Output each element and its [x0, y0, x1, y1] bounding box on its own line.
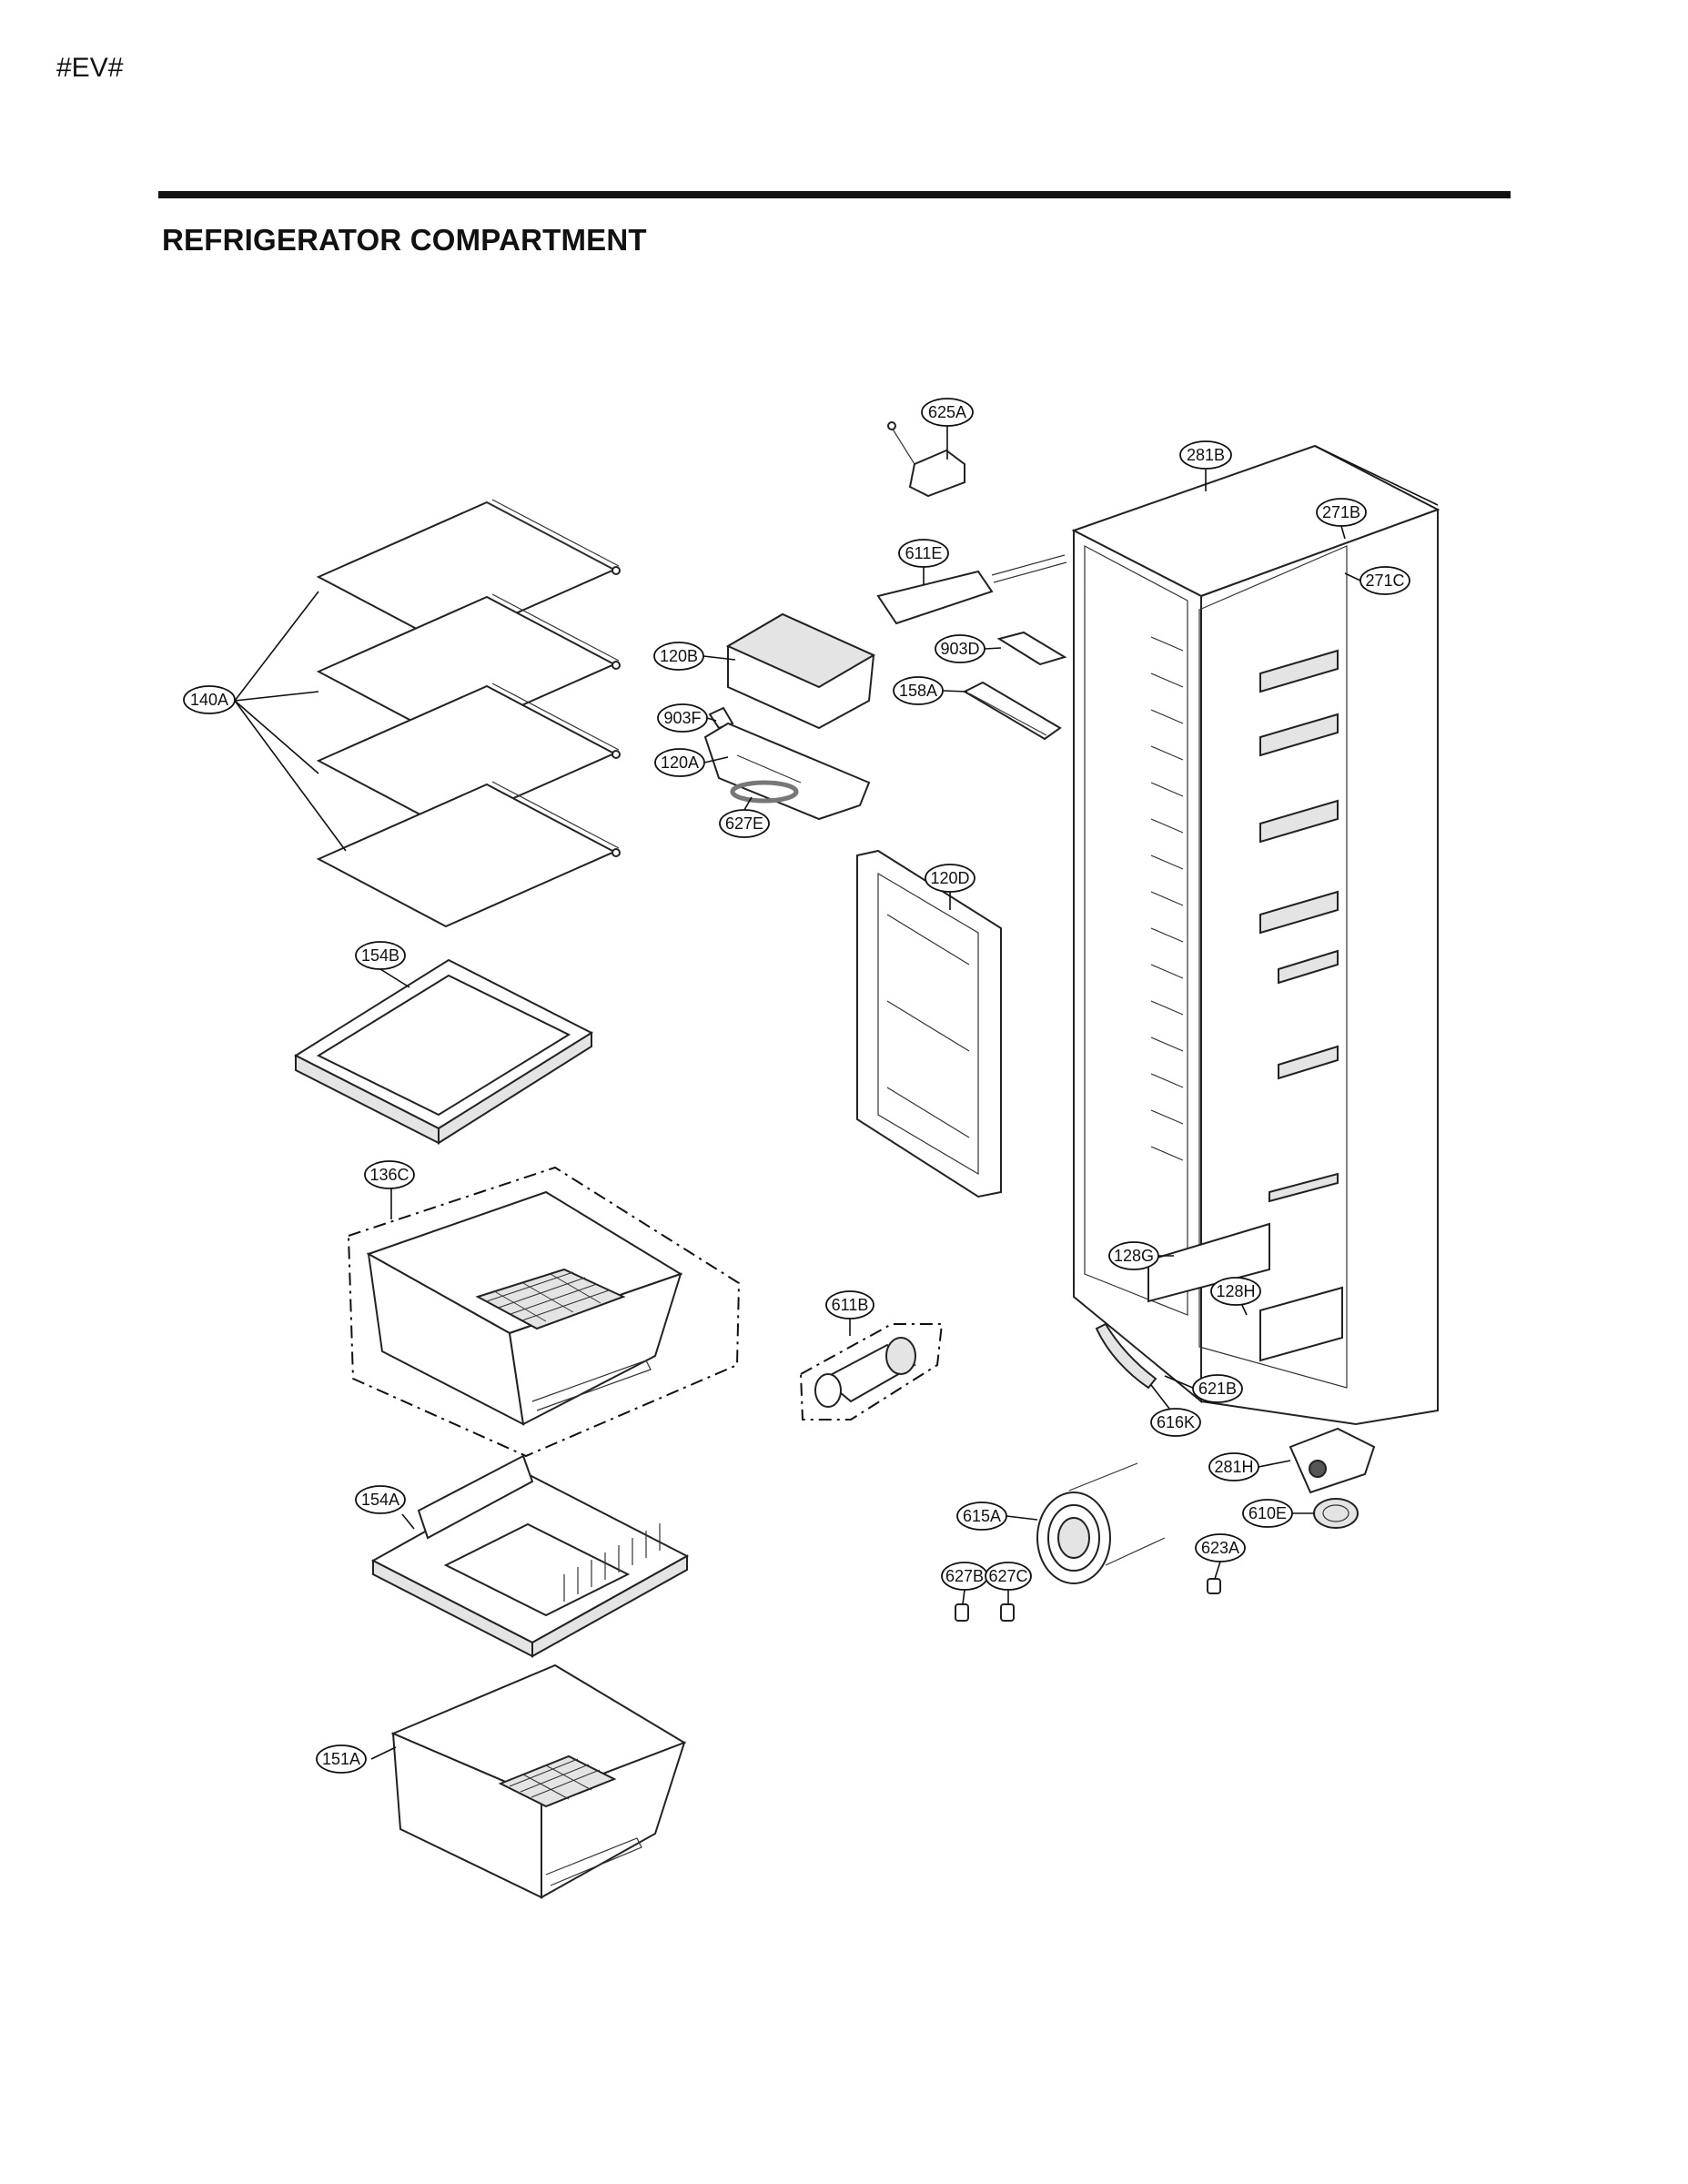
callout-271B-text: 271B: [1322, 503, 1360, 521]
callout-151A-text: 151A: [322, 1750, 360, 1768]
callout-903F-text: 903F: [663, 709, 701, 727]
callout-281B: 281B: [1179, 440, 1232, 470]
callout-611E: 611E: [898, 539, 949, 568]
callout-627E: 627E: [719, 809, 770, 838]
part-611E: [876, 554, 1067, 625]
callout-271C: 271C: [1359, 566, 1410, 595]
callout-623A-text: 623A: [1201, 1539, 1239, 1557]
bracket-281H: [1289, 1427, 1376, 1494]
part-158A: [962, 681, 1062, 741]
part-625A: [887, 421, 965, 498]
callout-158A-text: 158A: [899, 682, 937, 700]
callout-611E-text: 611E: [905, 544, 943, 562]
clip-627C: [1000, 1603, 1015, 1622]
callout-154A: 154A: [355, 1485, 406, 1514]
callout-623A: 623A: [1195, 1533, 1246, 1562]
part-903F: [708, 706, 734, 730]
callout-627B: 627B: [941, 1562, 988, 1591]
callout-154A-text: 154A: [361, 1491, 399, 1509]
callout-120A-text: 120A: [661, 753, 699, 772]
shelf-with-bin-154A: [370, 1454, 690, 1658]
callout-611B: 611B: [825, 1290, 874, 1320]
part-903D: [996, 631, 1067, 666]
callout-627E-text: 627E: [725, 814, 763, 833]
callout-610E-text: 610E: [1248, 1504, 1287, 1522]
callout-128G: 128G: [1108, 1241, 1159, 1270]
part-610E: [1313, 1498, 1359, 1529]
clip-627B: [955, 1603, 969, 1622]
part-627E: [730, 780, 799, 804]
callout-903D: 903D: [935, 634, 986, 663]
tubing-coil-615A: [1036, 1462, 1166, 1584]
callout-158A: 158A: [893, 676, 944, 705]
crisper-drawer-136C: [347, 1166, 741, 1458]
glass-shelves-140A: [234, 499, 621, 928]
leader-lines: [370, 426, 1361, 1760]
callout-625A-text: 625A: [928, 403, 966, 421]
crisper-drawer-151A: [390, 1663, 687, 1899]
callout-140A: 140A: [183, 685, 236, 714]
callout-615A-text: 615A: [963, 1507, 1001, 1525]
page-code: #EV#: [56, 53, 124, 83]
callout-128G-text: 128G: [1114, 1247, 1154, 1265]
part-120A: [703, 722, 871, 821]
section-title: REFRIGERATOR COMPARTMENT: [162, 223, 647, 257]
callout-903F: 903F: [657, 703, 708, 733]
clip-623A: [1207, 1578, 1221, 1594]
callout-627C-text: 627C: [988, 1567, 1027, 1585]
callout-627B-text: 627B: [945, 1567, 984, 1585]
callout-621B: 621B: [1192, 1374, 1243, 1403]
callout-271B: 271B: [1316, 498, 1367, 527]
callout-128H: 128H: [1210, 1277, 1261, 1306]
callout-625A: 625A: [921, 398, 974, 427]
callout-627C: 627C: [985, 1562, 1032, 1591]
part-120B: [725, 612, 876, 730]
callout-120D-text: 120D: [930, 869, 969, 887]
callout-281H-text: 281H: [1214, 1458, 1253, 1476]
callout-611B-text: 611B: [832, 1296, 869, 1314]
callout-621B-text: 621B: [1198, 1380, 1237, 1398]
callout-281H: 281H: [1208, 1452, 1259, 1481]
callout-140A-text: 140A: [190, 691, 228, 709]
callout-120A: 120A: [654, 748, 705, 777]
callout-616K: 616K: [1150, 1408, 1201, 1437]
callout-120B-text: 120B: [660, 647, 698, 665]
filter-611B: [799, 1323, 944, 1421]
refrigerator-cabinet: [1071, 444, 1440, 1426]
callout-154B-text: 154B: [361, 946, 399, 965]
header-rule: [158, 191, 1511, 198]
callout-616K-text: 616K: [1157, 1413, 1195, 1431]
callout-151A: 151A: [316, 1744, 367, 1774]
panel-120D: [856, 849, 1002, 1198]
shelf-frame-154B: [293, 958, 594, 1145]
callout-120B: 120B: [653, 642, 704, 671]
callout-903D-text: 903D: [940, 640, 979, 658]
callout-610E: 610E: [1242, 1499, 1293, 1528]
callout-271C-text: 271C: [1365, 571, 1404, 590]
callout-281B-text: 281B: [1187, 446, 1225, 464]
callout-615A: 615A: [956, 1502, 1007, 1531]
callout-120D: 120D: [925, 864, 975, 893]
callout-128H-text: 128H: [1216, 1282, 1255, 1300]
callout-154B: 154B: [355, 941, 406, 970]
callout-136C: 136C: [364, 1160, 415, 1189]
callout-136C-text: 136C: [369, 1166, 409, 1184]
